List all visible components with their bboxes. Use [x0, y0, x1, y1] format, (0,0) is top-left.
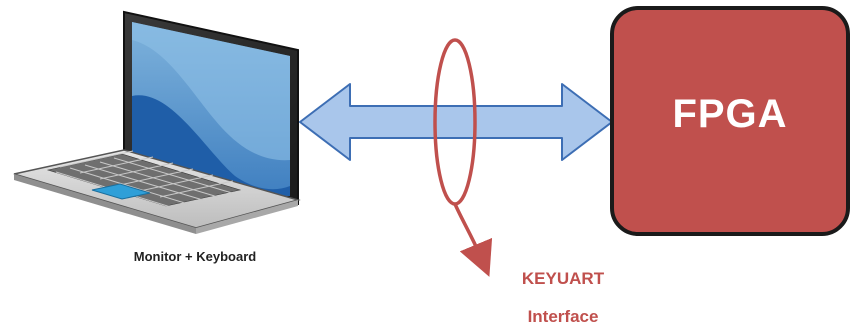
interface-label-line2: Interface: [527, 307, 599, 326]
laptop-base-edge-right: [196, 200, 298, 234]
laptop-screen-wave-light: [132, 22, 290, 161]
laptop-icon: [13, 10, 301, 234]
interface-pointer-arrow: [453, 203, 493, 277]
laptop-base-edge: [14, 174, 196, 234]
laptop-touchpad: [91, 183, 151, 200]
interface-label-line1: KEYUART: [521, 269, 605, 288]
laptop-label: Monitor + Keyboard: [133, 249, 257, 264]
bidirectional-arrow: [299, 83, 613, 161]
fpga-label: FPGA: [672, 92, 788, 136]
fpga-block: [610, 6, 850, 236]
